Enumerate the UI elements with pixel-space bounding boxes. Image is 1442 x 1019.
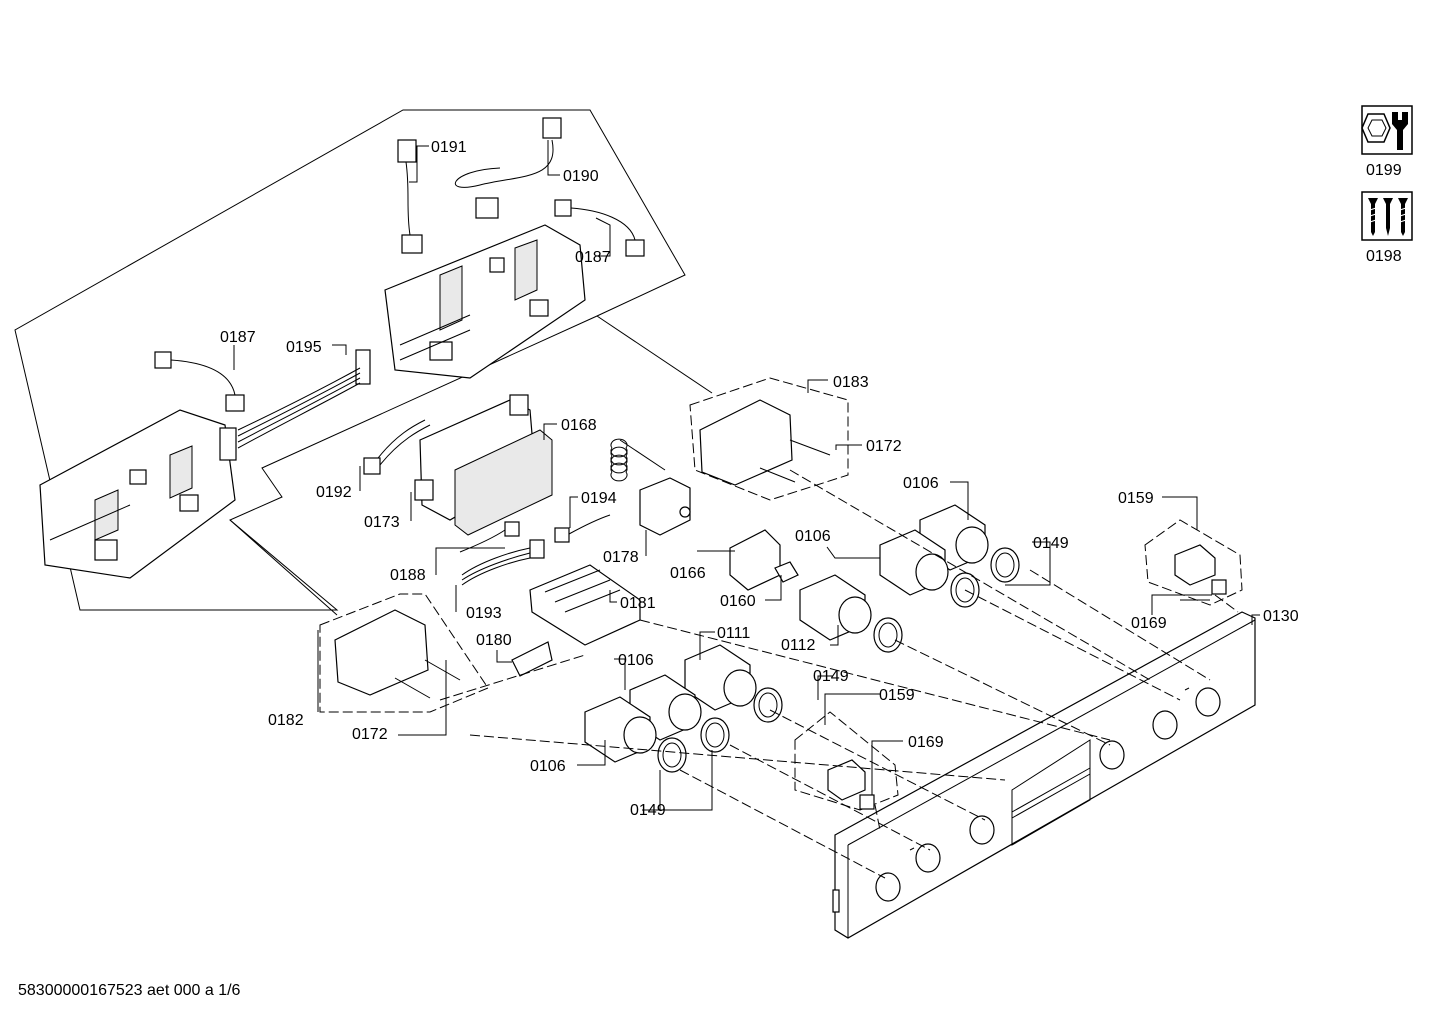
label-0112: 0112: [781, 637, 816, 654]
switch-knob-0106-mid-right: [879, 529, 949, 596]
leader-lines: [233, 140, 1260, 811]
label-0183: 0183: [833, 374, 869, 391]
label-0160: 0160: [720, 593, 756, 610]
electronics-module: [414, 394, 553, 536]
label-0173: 0173: [364, 514, 400, 531]
connector-0194: [554, 514, 611, 543]
label-0159-center: 0159: [879, 687, 915, 704]
label-0187-left: 0187: [220, 329, 256, 346]
label-0149-upper: 0149: [1033, 535, 1069, 552]
label-0106-upper: 0106: [903, 475, 939, 492]
dashed-group-0182: [319, 593, 489, 713]
wrench-icon: [1361, 105, 1413, 155]
connector-0192: [363, 419, 431, 475]
ribbon-cable-0195: [219, 349, 371, 461]
bracket-0166: [729, 529, 781, 591]
label-0187-top: 0187: [575, 249, 611, 266]
label-0194: 0194: [581, 490, 617, 507]
label-0172-right: 0172: [866, 438, 902, 455]
projection-lines: [439, 469, 1239, 879]
ring-0149-lower-center: [753, 687, 783, 723]
label-0169-center: 0169: [908, 734, 944, 751]
dashed-group-0159-right: [1144, 519, 1243, 606]
ring-0149-upper: [990, 547, 1020, 583]
label-0106-lower: 0106: [530, 758, 566, 775]
label-0199: 0199: [1366, 162, 1402, 179]
control-module-left: [39, 409, 236, 579]
label-0130: 0130: [1263, 608, 1299, 625]
part-labels: 0191 0190 0187 0187 0195 0168 0192 0173 …: [220, 139, 1299, 819]
document-footer: 58300000167523 aet 000 a 1/6: [18, 982, 241, 999]
wire-harness-0191: [397, 139, 423, 254]
label-0159-right: 0159: [1118, 490, 1154, 507]
detail-leader: [596, 315, 713, 394]
label-0182: 0182: [268, 712, 304, 729]
label-0169-right: 0169: [1131, 615, 1167, 632]
switch-knob-0112: [799, 574, 872, 641]
bracket-0180: [511, 641, 553, 677]
label-0191: 0191: [431, 139, 467, 156]
label-0190: 0190: [563, 168, 599, 185]
ring-0149-center: [873, 617, 903, 653]
detail-leader: [229, 519, 338, 616]
label-0180: 0180: [476, 632, 512, 649]
label-0172-left: 0172: [352, 726, 388, 743]
wire-harness-0190: [455, 117, 562, 219]
label-0111: 0111: [717, 625, 750, 642]
label-0168: 0168: [561, 417, 597, 434]
label-0195: 0195: [286, 339, 322, 356]
ring-0149-lower-left-a: [700, 717, 730, 753]
wire-harness-0187-top: [554, 199, 645, 257]
label-0149-center: 0149: [813, 668, 849, 685]
label-0166: 0166: [670, 565, 706, 582]
dashed-group-0183: [689, 377, 849, 501]
control-panel-0130: [832, 611, 1256, 939]
label-0192: 0192: [316, 484, 352, 501]
label-0149-lower: 0149: [630, 802, 666, 819]
label-0106-center: 0106: [618, 652, 654, 669]
label-0198: 0198: [1366, 248, 1402, 265]
wire-harness-0187-left: [154, 351, 245, 412]
ring-0149-lower-left-b: [657, 737, 687, 773]
screws-icon: [1361, 191, 1413, 241]
connector-0188: [459, 521, 520, 553]
control-module-top: [384, 224, 586, 379]
wires-0193: [461, 539, 545, 586]
label-0178: 0178: [603, 549, 639, 566]
label-0181: 0181: [620, 595, 656, 612]
label-0188: 0188: [390, 567, 426, 584]
label-0193: 0193: [466, 605, 502, 622]
dashed-group-0159-center: [794, 711, 899, 811]
label-0106-mid: 0106: [795, 528, 831, 545]
thermostat-0178: [610, 438, 691, 536]
